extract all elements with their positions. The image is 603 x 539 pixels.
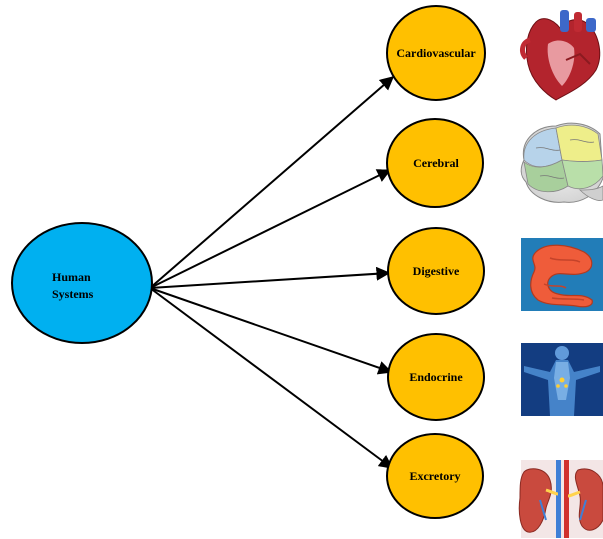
kidney-icon	[518, 460, 603, 538]
heart-icon	[520, 10, 601, 101]
hub-label-line-1: Human	[52, 270, 91, 284]
arrow-digestive	[149, 266, 391, 289]
system-node-endocrine: Endocrine	[387, 333, 485, 421]
hub-node: Human Systems	[11, 222, 153, 344]
hub-label-line-2: Systems	[52, 287, 94, 301]
system-label-excretory: Excretory	[409, 469, 460, 483]
arrow-endocrine	[149, 287, 393, 375]
arrows	[149, 76, 395, 469]
intestine-icon	[521, 238, 603, 311]
arrow-cerebral	[149, 169, 392, 289]
arrow-cardiovascular	[149, 76, 395, 289]
system-node-cerebral: Cerebral	[386, 118, 484, 208]
system-node-cardiovascular: Cardiovascular	[386, 5, 486, 101]
human-body-icon	[521, 343, 603, 416]
system-label-endocrine: Endocrine	[409, 370, 463, 384]
system-label-digestive: Digestive	[413, 264, 460, 278]
system-node-digestive: Digestive	[387, 227, 485, 315]
arrow-excretory	[149, 287, 394, 469]
system-node-excretory: Excretory	[386, 433, 484, 519]
system-label-cardiovascular: Cardiovascular	[396, 46, 476, 60]
system-label-cerebral: Cerebral	[413, 156, 459, 170]
brain-icon	[520, 122, 603, 203]
